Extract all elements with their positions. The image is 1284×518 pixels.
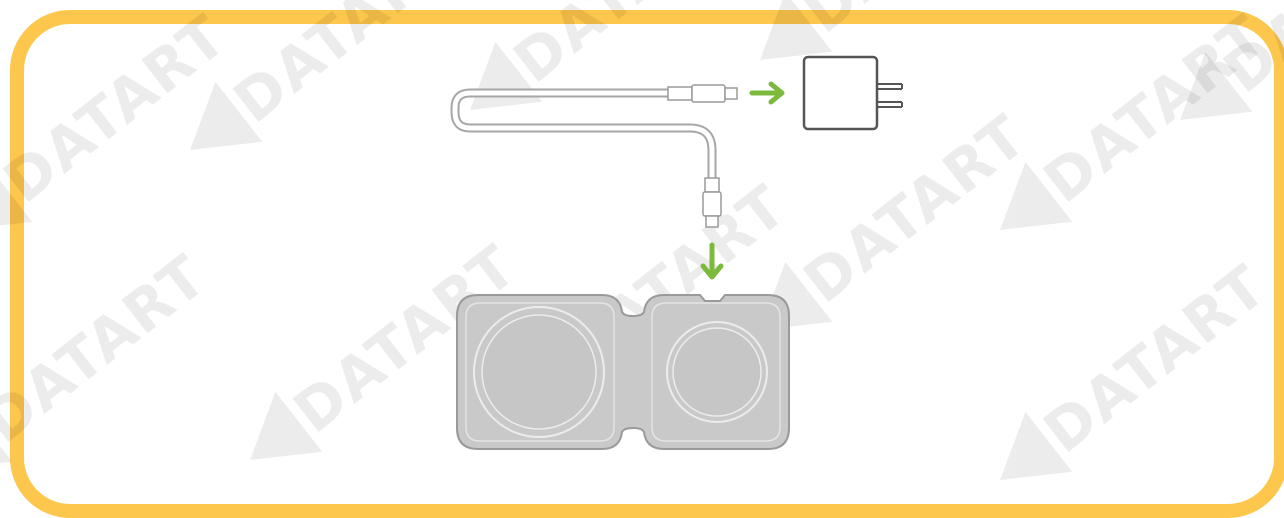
cable-wire [450,88,717,187]
cable-connector-bottom [702,177,722,228]
arrow-down-icon [700,242,724,280]
cable-connector-top [667,84,738,103]
arrow-right-icon [749,81,785,105]
power-adapter-icon [802,55,903,131]
usb-c-cable-icon [450,84,738,228]
charger-pad-small [666,321,768,423]
charger-pad-large [473,306,605,438]
duo-charger-icon [456,294,790,450]
